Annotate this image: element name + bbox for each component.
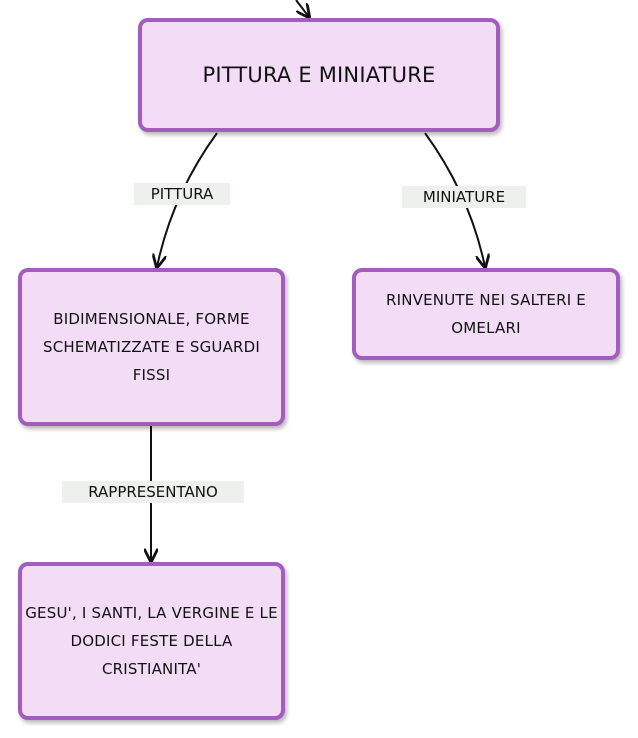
edge-label-rappresentano: RAPPRESENTANO	[62, 481, 244, 503]
node-pittura-description[interactable]: BIDIMENSIONALE, FORME SCHEMATIZZATE E SG…	[18, 268, 285, 426]
node-label: GESU', I SANTI, LA VERGINE E LE DODICI F…	[25, 604, 278, 678]
node-label: BIDIMENSIONALE, FORME SCHEMATIZZATE E SG…	[42, 310, 261, 384]
node-pittura-e-miniature[interactable]: PITTURA E MINIATURE	[138, 18, 500, 132]
node-label: RINVENUTE NEI SALTERI E OMELARI	[386, 291, 586, 337]
node-subjects[interactable]: GESU', I SANTI, LA VERGINE E LE DODICI F…	[18, 562, 285, 720]
node-label: PITTURA E MINIATURE	[202, 63, 436, 87]
node-miniature-description[interactable]: RINVENUTE NEI SALTERI E OMELARI	[352, 268, 620, 360]
incoming-arrow	[295, 0, 309, 17]
edge-label-miniature: MINIATURE	[402, 186, 526, 208]
edge-label-pittura: PITTURA	[134, 183, 230, 205]
